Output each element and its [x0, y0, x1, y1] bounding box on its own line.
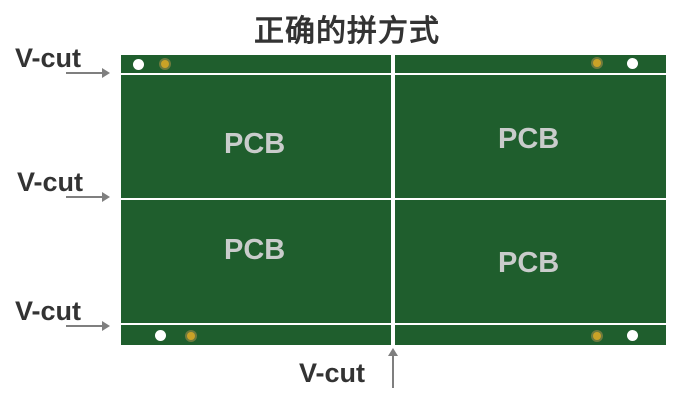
tooling-hole [627, 330, 638, 341]
vcut-label-middle: V-cut [17, 167, 84, 197]
pcb-label-top-left: PCB [224, 128, 286, 160]
diagram-title: 正确的拼方式 [254, 14, 440, 49]
fiducial-mark [187, 332, 195, 340]
arrow-right-icon [66, 68, 110, 78]
arrow-right-icon [66, 192, 110, 202]
vcut-label-vertical: V-cut [299, 358, 366, 388]
tooling-hole [155, 330, 166, 341]
tooling-hole [133, 59, 144, 70]
arrow-right-icon [66, 321, 110, 331]
pcb-label-bottom-right: PCB [498, 247, 560, 279]
fiducial-mark [593, 332, 601, 340]
fiducial-mark [161, 60, 169, 68]
vcut-label-bottom: V-cut [15, 296, 82, 326]
tooling-hole [627, 58, 638, 69]
vcut-line-vertical [391, 55, 395, 345]
arrow-up-icon [388, 348, 398, 388]
fiducial-mark [593, 59, 601, 67]
pcb-label-top-right: PCB [498, 123, 560, 155]
pcb-label-bottom-left: PCB [224, 234, 286, 266]
vcut-label-top: V-cut [15, 43, 82, 73]
